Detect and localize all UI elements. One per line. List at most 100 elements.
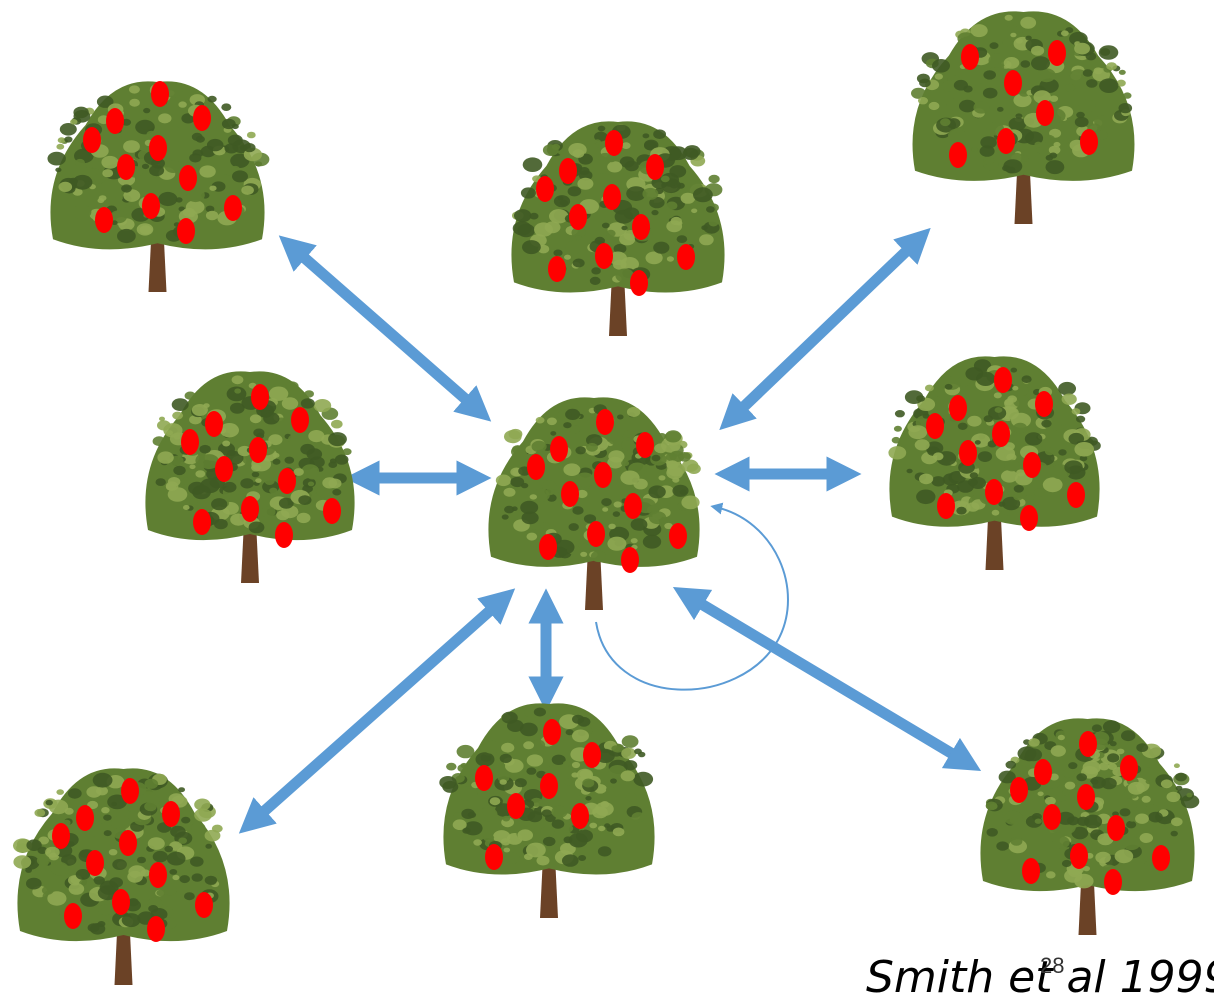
tree-top-right <box>911 11 1135 224</box>
apple-fruit <box>249 437 267 463</box>
apple-fruit <box>1107 815 1125 841</box>
apple-fruit <box>224 195 242 221</box>
apple-fruit <box>595 243 613 269</box>
tree-mid-right <box>888 356 1101 570</box>
apple-fruit <box>548 256 566 282</box>
apple-fruit <box>95 207 113 233</box>
tree-canopy <box>911 11 1135 181</box>
apple-fruit <box>603 184 621 210</box>
apple-fruit <box>215 456 233 482</box>
apple-fruit <box>475 765 493 791</box>
trees-layer <box>13 11 1200 985</box>
apple-fruit <box>323 498 341 524</box>
apple-fruit <box>1120 755 1138 781</box>
apple-fruit <box>193 105 211 131</box>
apple-fruit <box>605 130 623 156</box>
apple-fruit <box>539 534 557 560</box>
slide-number: 28 <box>1040 953 1065 978</box>
apple-fruit <box>117 154 135 180</box>
apple-fruit <box>177 218 195 244</box>
apple-fruit <box>677 244 695 270</box>
apple-fruit <box>205 411 223 437</box>
apple-fruit <box>632 214 650 240</box>
apple-fruit <box>195 892 213 918</box>
apple-fruit <box>961 44 979 70</box>
apple-fruit <box>149 862 167 888</box>
apple-fruit <box>1035 391 1053 417</box>
apple-fruit <box>86 850 104 876</box>
apple-fruit <box>1152 845 1170 871</box>
apple-fruit <box>669 523 687 549</box>
apple-fruit <box>1034 759 1052 785</box>
apple-fruit <box>241 496 259 522</box>
apple-fruit <box>121 778 139 804</box>
apple-fruit <box>959 440 977 466</box>
apple-fruit <box>1070 843 1088 869</box>
apple-fruit <box>1104 869 1122 895</box>
apple-fruit <box>540 773 558 799</box>
apple-fruit <box>1080 129 1098 155</box>
apple-fruit <box>1023 452 1041 478</box>
apple-fruit <box>949 395 967 421</box>
tree-canopy <box>13 768 230 942</box>
apple-fruit <box>112 889 130 915</box>
apple-fruit <box>1036 100 1054 126</box>
apple-fruit <box>636 432 654 458</box>
apple-fruit <box>147 916 165 942</box>
tree-bottom-center <box>439 703 655 918</box>
apple-fruit <box>142 193 160 219</box>
apple-fruit <box>64 903 82 929</box>
apple-fruit <box>278 468 296 494</box>
apple-fruit <box>1010 777 1028 803</box>
apple-fruit <box>1048 40 1066 66</box>
apple-fruit <box>569 204 587 230</box>
apple-fruit <box>179 165 197 191</box>
apple-fruit <box>571 803 589 829</box>
apple-fruit <box>151 81 169 107</box>
apple-fruit <box>994 367 1012 393</box>
apple-fruit <box>630 270 648 296</box>
tree-top-left <box>47 81 270 292</box>
apple-fruit <box>83 127 101 153</box>
apple-fruit <box>181 429 199 455</box>
tree-bottom-left <box>13 768 230 985</box>
double-arrow-tree-top-left <box>278 235 492 422</box>
apple-fruit <box>149 135 167 161</box>
apple-fruit <box>1043 804 1061 830</box>
apple-fruit <box>621 547 639 573</box>
apple-fruit <box>997 128 1015 154</box>
apple-fruit <box>1079 731 1097 757</box>
apple-fruit <box>543 719 561 745</box>
apple-fruit <box>162 801 180 827</box>
tree-bottom-right <box>980 718 1200 935</box>
apple-fruit <box>193 509 211 535</box>
apple-fruit <box>992 421 1010 447</box>
tree-mid-left <box>145 371 355 583</box>
apple-fruit <box>527 454 545 480</box>
apple-fruit <box>251 384 269 410</box>
apple-fruit <box>1022 858 1040 884</box>
apple-fruit <box>594 462 612 488</box>
apple-fruit <box>596 409 614 435</box>
apple-fruit <box>275 522 293 548</box>
apple-fruit <box>583 742 601 768</box>
apple-fruit <box>550 436 568 462</box>
apple-fruit <box>937 493 955 519</box>
tree-top-center <box>511 121 725 336</box>
apple-fruit <box>624 493 642 519</box>
tree-center <box>488 397 701 610</box>
apple-fruit <box>646 154 664 180</box>
apple-fruit <box>1067 482 1085 508</box>
apple-fruit <box>926 413 944 439</box>
apple-fruit <box>587 521 605 547</box>
apple-fruit <box>119 830 137 856</box>
apple-fruit <box>1020 505 1038 531</box>
apple-fruit <box>106 108 124 134</box>
apple-fruit <box>559 158 577 184</box>
apple-fruit <box>291 407 309 433</box>
apple-fruit <box>52 823 70 849</box>
arrows-layer <box>238 227 982 834</box>
double-arrow-tree-top-right <box>719 227 931 431</box>
self-loop-arrow <box>595 502 789 691</box>
